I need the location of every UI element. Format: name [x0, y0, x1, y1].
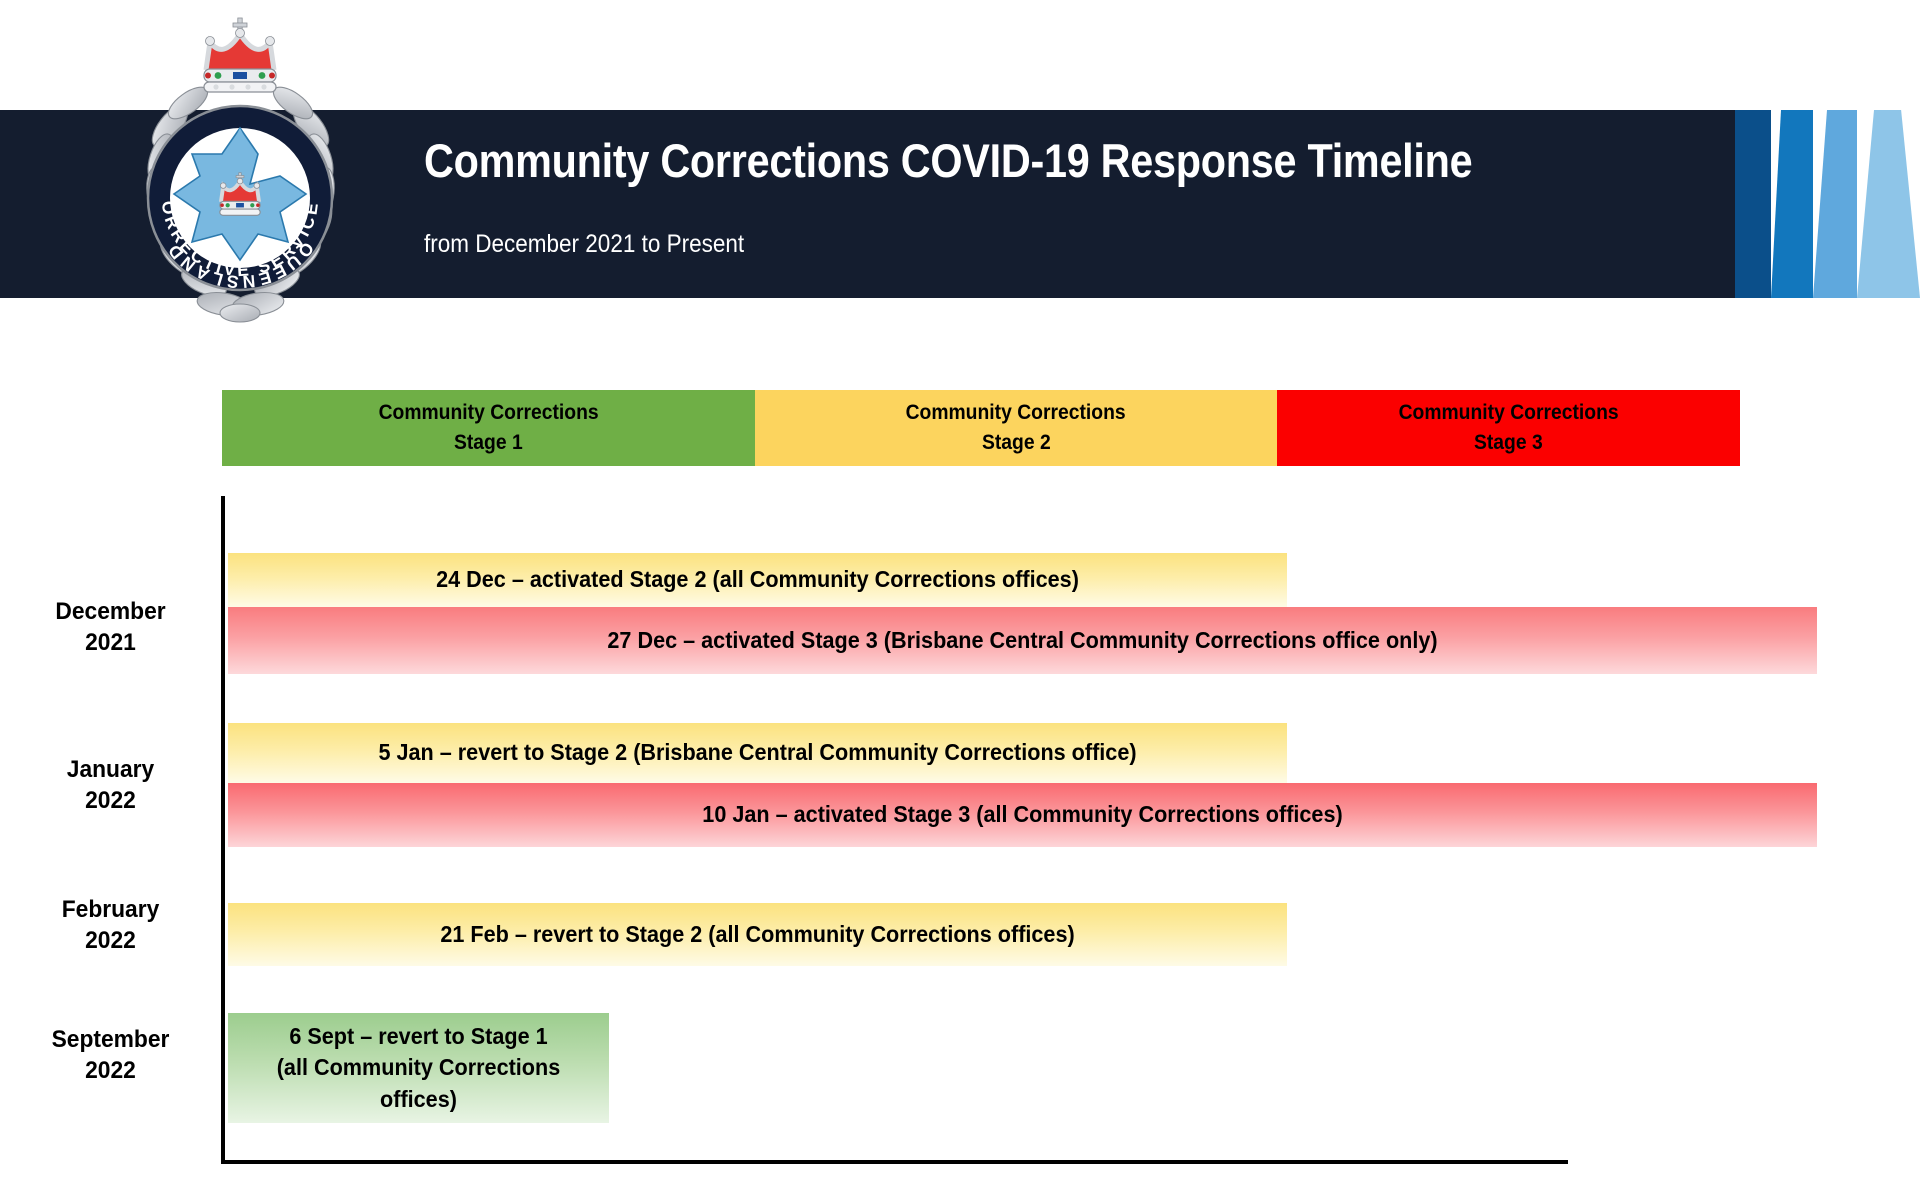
stage-legend-item-1: Community Corrections Stage 1 — [222, 390, 755, 466]
inner-crown-icon — [219, 172, 261, 216]
stage-legend: Community Corrections Stage 1 Community … — [222, 390, 1740, 466]
month-name: December — [55, 598, 166, 625]
event-text: 27 Dec – activated Stage 3 (Brisbane Cen… — [607, 626, 1438, 653]
month-year: 2022 — [85, 1056, 136, 1084]
chevron-stripe-3 — [1813, 110, 1857, 298]
event-bar-27-dec-stage-3[interactable]: 27 Dec – activated Stage 3 (Brisbane Cen… — [228, 607, 1817, 674]
event-text: 5 Jan – revert to Stage 2 (Brisbane Cent… — [378, 739, 1137, 766]
stage-2-line1: Community Corrections — [905, 400, 1127, 424]
event-text: 21 Feb – revert to Stage 2 (all Communit… — [440, 920, 1075, 947]
event-text: 24 Dec – activated Stage 2 (all Communit… — [436, 566, 1079, 593]
stage-1-line2: Stage 1 — [454, 431, 523, 454]
stage-legend-item-3: Community Corrections Stage 3 — [1277, 390, 1740, 466]
timeline-horizontal-axis — [221, 1160, 1568, 1164]
header-chevron-decoration — [1735, 110, 1920, 298]
month-label-february-2022: February 2022 — [0, 895, 221, 956]
event-bar-5-jan-stage-2[interactable]: 5 Jan – revert to Stage 2 (Brisbane Cent… — [228, 723, 1287, 783]
event-bar-21-feb-stage-2[interactable]: 21 Feb – revert to Stage 2 (all Communit… — [228, 903, 1287, 966]
chevron-stripe-1 — [1735, 110, 1771, 298]
chevron-stripe-4 — [1857, 110, 1920, 298]
event-bar-10-jan-stage-3[interactable]: 10 Jan – activated Stage 3 (all Communit… — [228, 783, 1817, 847]
month-year: 2022 — [85, 926, 136, 954]
month-label-september-2022: September 2022 — [0, 1025, 221, 1086]
month-label-december-2021: December 2021 — [0, 597, 221, 658]
chevron-stripe-2 — [1771, 110, 1813, 298]
crown-icon — [203, 17, 277, 93]
stage-1-line1: Community Corrections — [378, 400, 599, 424]
page-title: Community Corrections COVID-19 Response … — [424, 134, 1473, 187]
timeline-vertical-axis — [221, 496, 225, 1164]
month-year: 2022 — [85, 786, 136, 814]
month-name: February — [61, 896, 160, 923]
stage-2-line2: Stage 2 — [981, 431, 1051, 454]
event-text: 6 Sept – revert to Stage 1 (all Communit… — [276, 1023, 561, 1112]
stage-3-line1: Community Corrections — [1398, 400, 1619, 424]
month-label-january-2022: January 2022 — [0, 755, 221, 816]
event-text: 10 Jan – activated Stage 3 (all Communit… — [702, 801, 1343, 828]
event-bar-6-sept-stage-1[interactable]: 6 Sept – revert to Stage 1 (all Communit… — [228, 1013, 609, 1123]
month-year: 2021 — [85, 628, 136, 656]
stage-3-line2: Stage 3 — [1474, 431, 1543, 454]
event-bar-24-dec-stage-2[interactable]: 24 Dec – activated Stage 2 (all Communit… — [228, 553, 1287, 607]
page-subtitle: from December 2021 to Present — [424, 230, 745, 258]
stage-legend-item-2: Community Corrections Stage 2 — [755, 390, 1277, 466]
month-name: January — [66, 756, 155, 783]
month-name: September — [51, 1026, 170, 1053]
queensland-corrective-services-badge-icon: QUEENSLAND CORRECTIVE SERVICES — [128, 8, 353, 333]
